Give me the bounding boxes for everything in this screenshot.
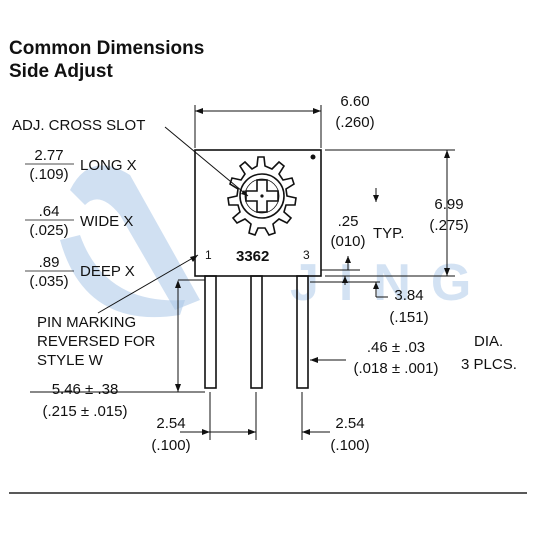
pitch-right-in: (.100) [330, 437, 370, 454]
wheel-inner [244, 178, 280, 214]
pin-left [204, 275, 217, 389]
height-in: (.275) [429, 217, 469, 234]
page-title: Common Dimensions [9, 38, 205, 59]
long-x-in: (.109) [29, 166, 69, 183]
pin-middle [250, 275, 263, 389]
long-x-mm: 2.77 [34, 147, 64, 164]
pitch-right-mm: 2.54 [335, 415, 365, 432]
long-x-label: LONG X [80, 157, 137, 174]
pin-marking-line-1: PIN MARKING [37, 314, 137, 331]
pin-marking-line-3: STYLE W [37, 352, 103, 369]
side-offset-in: (.215 ± .015) [42, 403, 128, 420]
pins [204, 275, 309, 389]
pin-right [296, 275, 309, 389]
height-mm: 6.99 [434, 196, 464, 213]
corner-dot [310, 154, 316, 160]
wide-x-mm: .64 [38, 203, 60, 220]
standoff-mm: .25 [337, 213, 359, 230]
adj-cross-slot-label: ADJ. CROSS SLOT [12, 117, 146, 134]
pin-length-in: (.151) [389, 309, 429, 326]
standoff-label: TYP. [373, 225, 405, 242]
wide-x-label: WIDE X [80, 213, 134, 230]
width-mm: 6.60 [340, 93, 370, 110]
standoff-in: (010) [330, 233, 366, 250]
pin-dia-label: DIA. [474, 333, 504, 350]
pin-3-label: 3 [303, 248, 310, 262]
side-offset-mm: 5.46 ± .38 [51, 381, 119, 398]
deep-x-label: DEEP X [80, 263, 135, 280]
adjustment-wheel [227, 156, 297, 236]
deep-x-mm: .89 [38, 254, 60, 271]
page-subtitle: Side Adjust [9, 61, 113, 82]
part-number: 3362 [236, 248, 269, 265]
pin-length-mm: 3.84 [394, 287, 424, 304]
pin-dia-mm: .46 ± .03 [366, 339, 426, 356]
pin-marking-line-2: REVERSED FOR [37, 333, 156, 350]
wide-x-in: (.025) [29, 222, 69, 239]
pin-dia-count: 3 PLCS. [461, 356, 517, 373]
pin-dia-in: (.018 ± .001) [353, 360, 439, 377]
pitch-left-mm: 2.54 [156, 415, 186, 432]
gear-outline [227, 156, 297, 236]
pin-1-label: 1 [205, 248, 212, 262]
cross-slot [245, 179, 279, 213]
width-in: (.260) [335, 114, 375, 131]
deep-x-in: (.035) [29, 273, 69, 290]
wheel-rim [239, 173, 285, 219]
pitch-left-in: (.100) [151, 437, 191, 454]
